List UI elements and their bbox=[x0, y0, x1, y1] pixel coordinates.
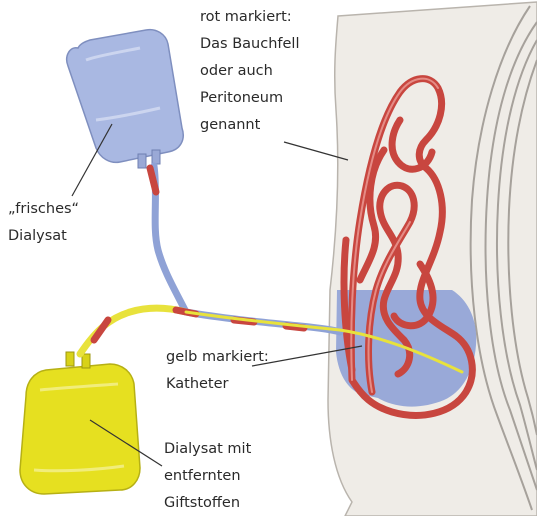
label-used-dialysate: Dialysat mit entfernten Giftstoffen bbox=[164, 436, 251, 517]
label-peritoneum-line-3: oder auch bbox=[200, 58, 299, 85]
used-bag-port-left bbox=[66, 352, 74, 366]
used-dialysate-bag bbox=[20, 352, 140, 494]
label-peritoneum-line-1: rot markiert: bbox=[200, 4, 299, 31]
label-peritoneum: rot markiert: Das Bauchfell oder auch Pe… bbox=[200, 4, 299, 139]
label-catheter-line-1: gelb markiert: bbox=[166, 344, 269, 371]
used-bag-port-right bbox=[82, 354, 90, 368]
label-peritoneum-line-2: Das Bauchfell bbox=[200, 31, 299, 58]
fresh-dialysate-bag bbox=[67, 30, 184, 168]
label-catheter: gelb markiert: Katheter bbox=[166, 344, 269, 398]
label-used-line-2: entfernten bbox=[164, 463, 251, 490]
used-bag-body bbox=[20, 364, 140, 494]
label-catheter-line-2: Katheter bbox=[166, 371, 269, 398]
label-fresh-line-1: „frisches“ bbox=[8, 196, 79, 223]
fresh-bag-port-right bbox=[152, 150, 160, 164]
label-fresh-line-2: Dialysat bbox=[8, 223, 79, 250]
label-used-line-3: Giftstoffen bbox=[164, 490, 251, 517]
label-peritoneum-line-4: Peritoneum bbox=[200, 85, 299, 112]
label-fresh-dialysate: „frisches“ Dialysat bbox=[8, 196, 79, 250]
fresh-bag-port-left bbox=[138, 154, 146, 168]
abdomen-cross-section bbox=[328, 2, 537, 516]
label-peritoneum-line-5: genannt bbox=[200, 112, 299, 139]
label-used-line-1: Dialysat mit bbox=[164, 436, 251, 463]
